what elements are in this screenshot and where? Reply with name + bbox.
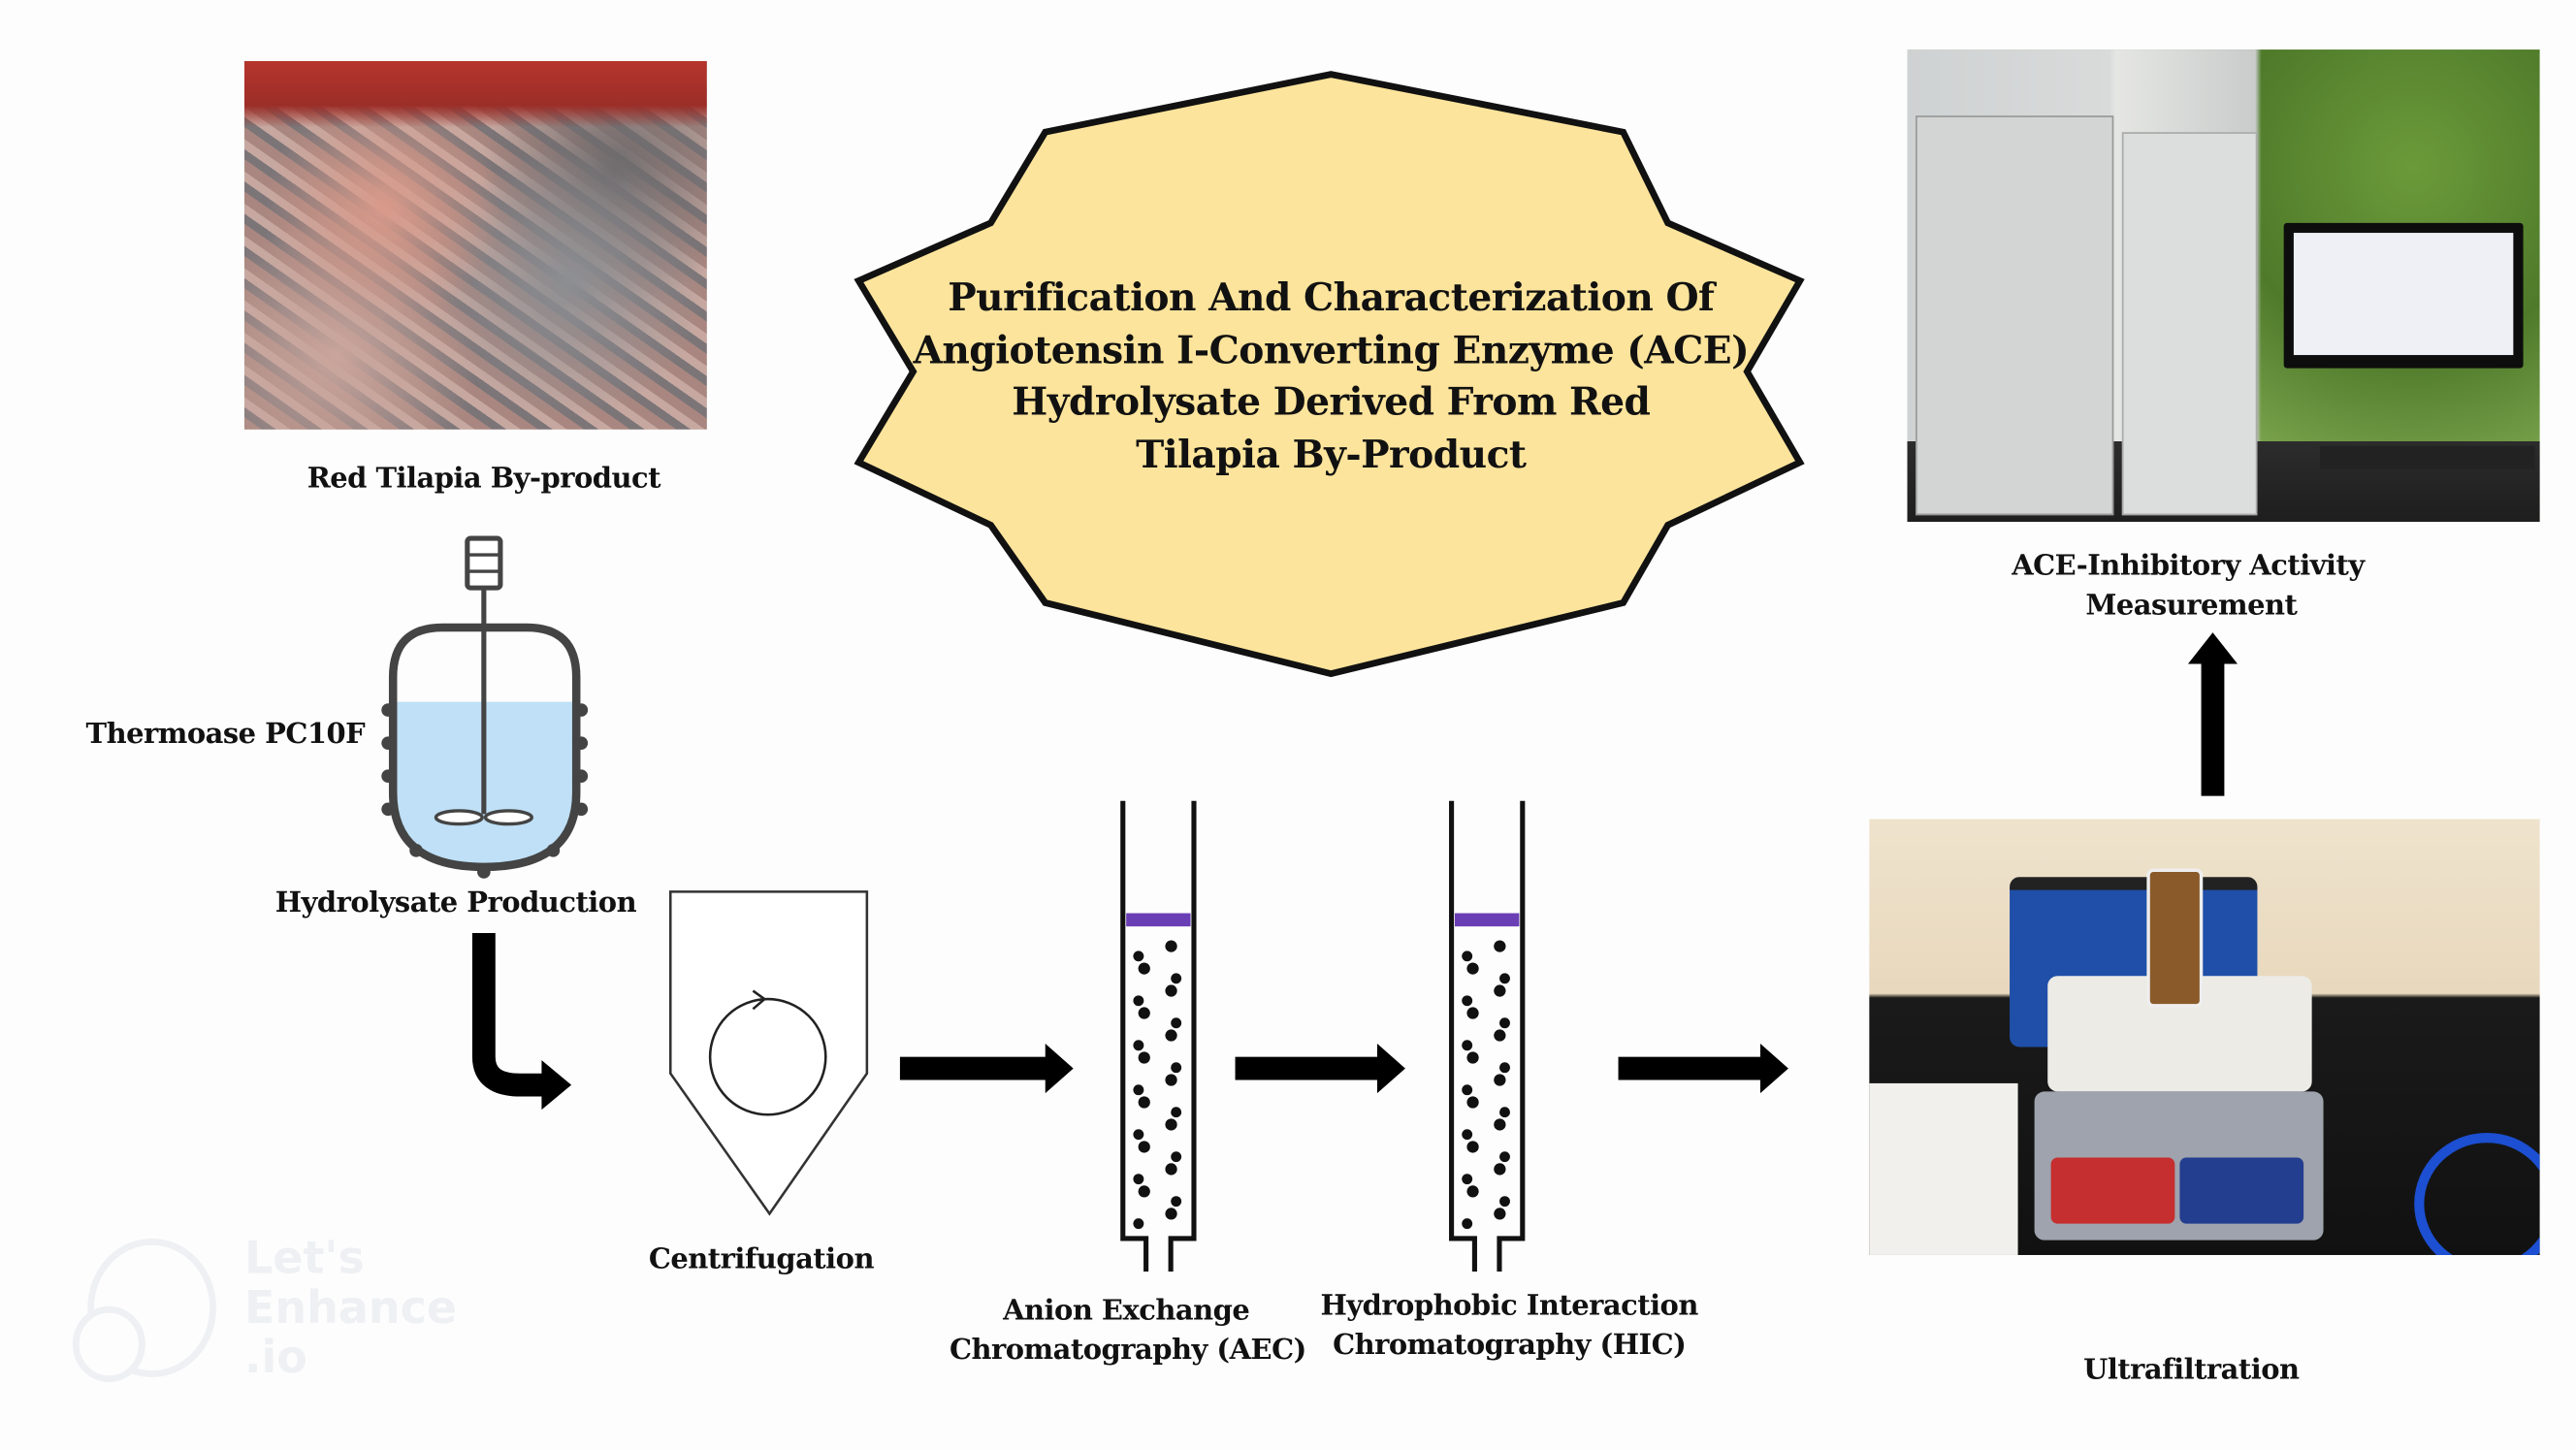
resin-bead (1165, 940, 1177, 952)
watermark-text: Let's Enhance .io (243, 1233, 458, 1384)
resin-bead (1138, 1185, 1150, 1198)
arrow-right-icon (1618, 1044, 1788, 1094)
resin-bead (1499, 1062, 1510, 1074)
column-wall (1120, 800, 1197, 1273)
resin-bead (1499, 1107, 1510, 1118)
resin-bead (1494, 940, 1506, 952)
caption-hic-line1: Hydrophobic Interaction (1320, 1289, 1698, 1323)
red-tilapia-photo (243, 60, 707, 430)
resin-bead (1171, 1017, 1182, 1029)
hplc-lab-photo (1907, 49, 2540, 523)
resin-bead (1462, 951, 1473, 962)
resin-bead (1494, 1029, 1506, 1042)
ultrafiltration-photo (1869, 819, 2540, 1255)
resin-bead (1494, 1118, 1506, 1131)
resin-bead (1466, 1185, 1479, 1198)
resin-bead (1171, 1062, 1182, 1074)
resin-bead (1499, 1196, 1510, 1208)
resin-bead (1499, 1017, 1510, 1029)
arrow-right-icon (1235, 1044, 1405, 1094)
resin-bead (1462, 1040, 1473, 1051)
resin-bead (1466, 1051, 1479, 1064)
resin-bead (1138, 1051, 1150, 1064)
caption-ultrafiltration: Ultrafiltration (2083, 1354, 2300, 1388)
resin-bead (1171, 1107, 1182, 1118)
resin-bead (1494, 984, 1506, 997)
arrow-right-icon (899, 1044, 1074, 1094)
l-arrow-icon (471, 932, 572, 1111)
resin-bead (1499, 973, 1510, 984)
title-line: Hydrolysate Derived From Red (1012, 379, 1651, 425)
resin-bead (1462, 995, 1473, 1007)
caption-red-tilapia: Red Tilapia By-product (306, 462, 661, 496)
resin-bead (1466, 1096, 1479, 1109)
resin-bead (1466, 1007, 1479, 1019)
caption-ace-line1: ACE-Inhibitory Activity (2012, 549, 2365, 584)
resin-bead (1133, 1040, 1144, 1051)
resin-bead (1171, 973, 1182, 984)
resin-bead (1133, 1084, 1144, 1096)
arrow-up-icon (2187, 632, 2238, 796)
caption-hic-line2: Chromatography (HIC) (1333, 1329, 1687, 1363)
resin-bead (1462, 1218, 1473, 1230)
resin-bead (1494, 1163, 1506, 1176)
resin-bead (1133, 1129, 1144, 1141)
watermark-line: .io (243, 1332, 307, 1384)
centrifuge-tube-icon (668, 890, 869, 1216)
caption-aec-line1: Anion Exchange (1003, 1294, 1250, 1328)
resin-bead (1171, 1151, 1182, 1163)
resin-bead (1165, 1208, 1177, 1220)
title-line: Tilapia By-Product (1136, 432, 1527, 477)
resin-bead (1494, 1208, 1506, 1220)
resin-bead (1133, 1174, 1144, 1185)
caption-centrifugation: Centrifugation (648, 1243, 875, 1277)
resin-bead (1462, 1174, 1473, 1185)
resin-bead (1165, 1074, 1177, 1086)
resin-bead (1466, 1141, 1479, 1153)
resin-bead (1133, 995, 1144, 1007)
caption-hydrolysis: Hydrolysate Production (274, 886, 637, 920)
resin-bead (1462, 1129, 1473, 1141)
caption-enzyme: Thermoase PC10F (85, 718, 366, 752)
resin-bead (1165, 1163, 1177, 1176)
caption-ace-line2: Measurement (2085, 589, 2298, 623)
resin-bead (1494, 1074, 1506, 1086)
watermark-line: Let's (243, 1233, 365, 1285)
column-resin-band (1126, 913, 1191, 927)
resin-bead (1171, 1196, 1182, 1208)
diagram-title: Purification And Characterization Of Ang… (913, 273, 1749, 481)
resin-bead (1133, 1218, 1144, 1230)
title-line: Angiotensin I-Converting Enzyme (ACE) (913, 327, 1750, 372)
resin-bead (1138, 1096, 1150, 1109)
caption-aec-line2: Chromatography (AEC) (949, 1334, 1306, 1368)
column-resin-band (1454, 913, 1520, 927)
resin-bead (1499, 1151, 1510, 1163)
resin-bead (1138, 962, 1150, 975)
column-wall (1449, 800, 1526, 1273)
resin-bead (1165, 1029, 1177, 1042)
aec-column-icon (1120, 800, 1197, 1273)
resin-bead (1165, 984, 1177, 997)
resin-bead (1138, 1007, 1150, 1019)
bioreactor-icon (381, 535, 589, 879)
resin-bead (1138, 1141, 1150, 1153)
resin-bead (1165, 1118, 1177, 1131)
watermark-line: Enhance (243, 1282, 458, 1335)
resin-bead (1462, 1084, 1473, 1096)
resin-bead (1133, 951, 1144, 962)
resin-bead (1466, 962, 1479, 975)
title-line: Purification And Characterization Of (948, 275, 1715, 321)
hic-column-icon (1449, 800, 1526, 1273)
